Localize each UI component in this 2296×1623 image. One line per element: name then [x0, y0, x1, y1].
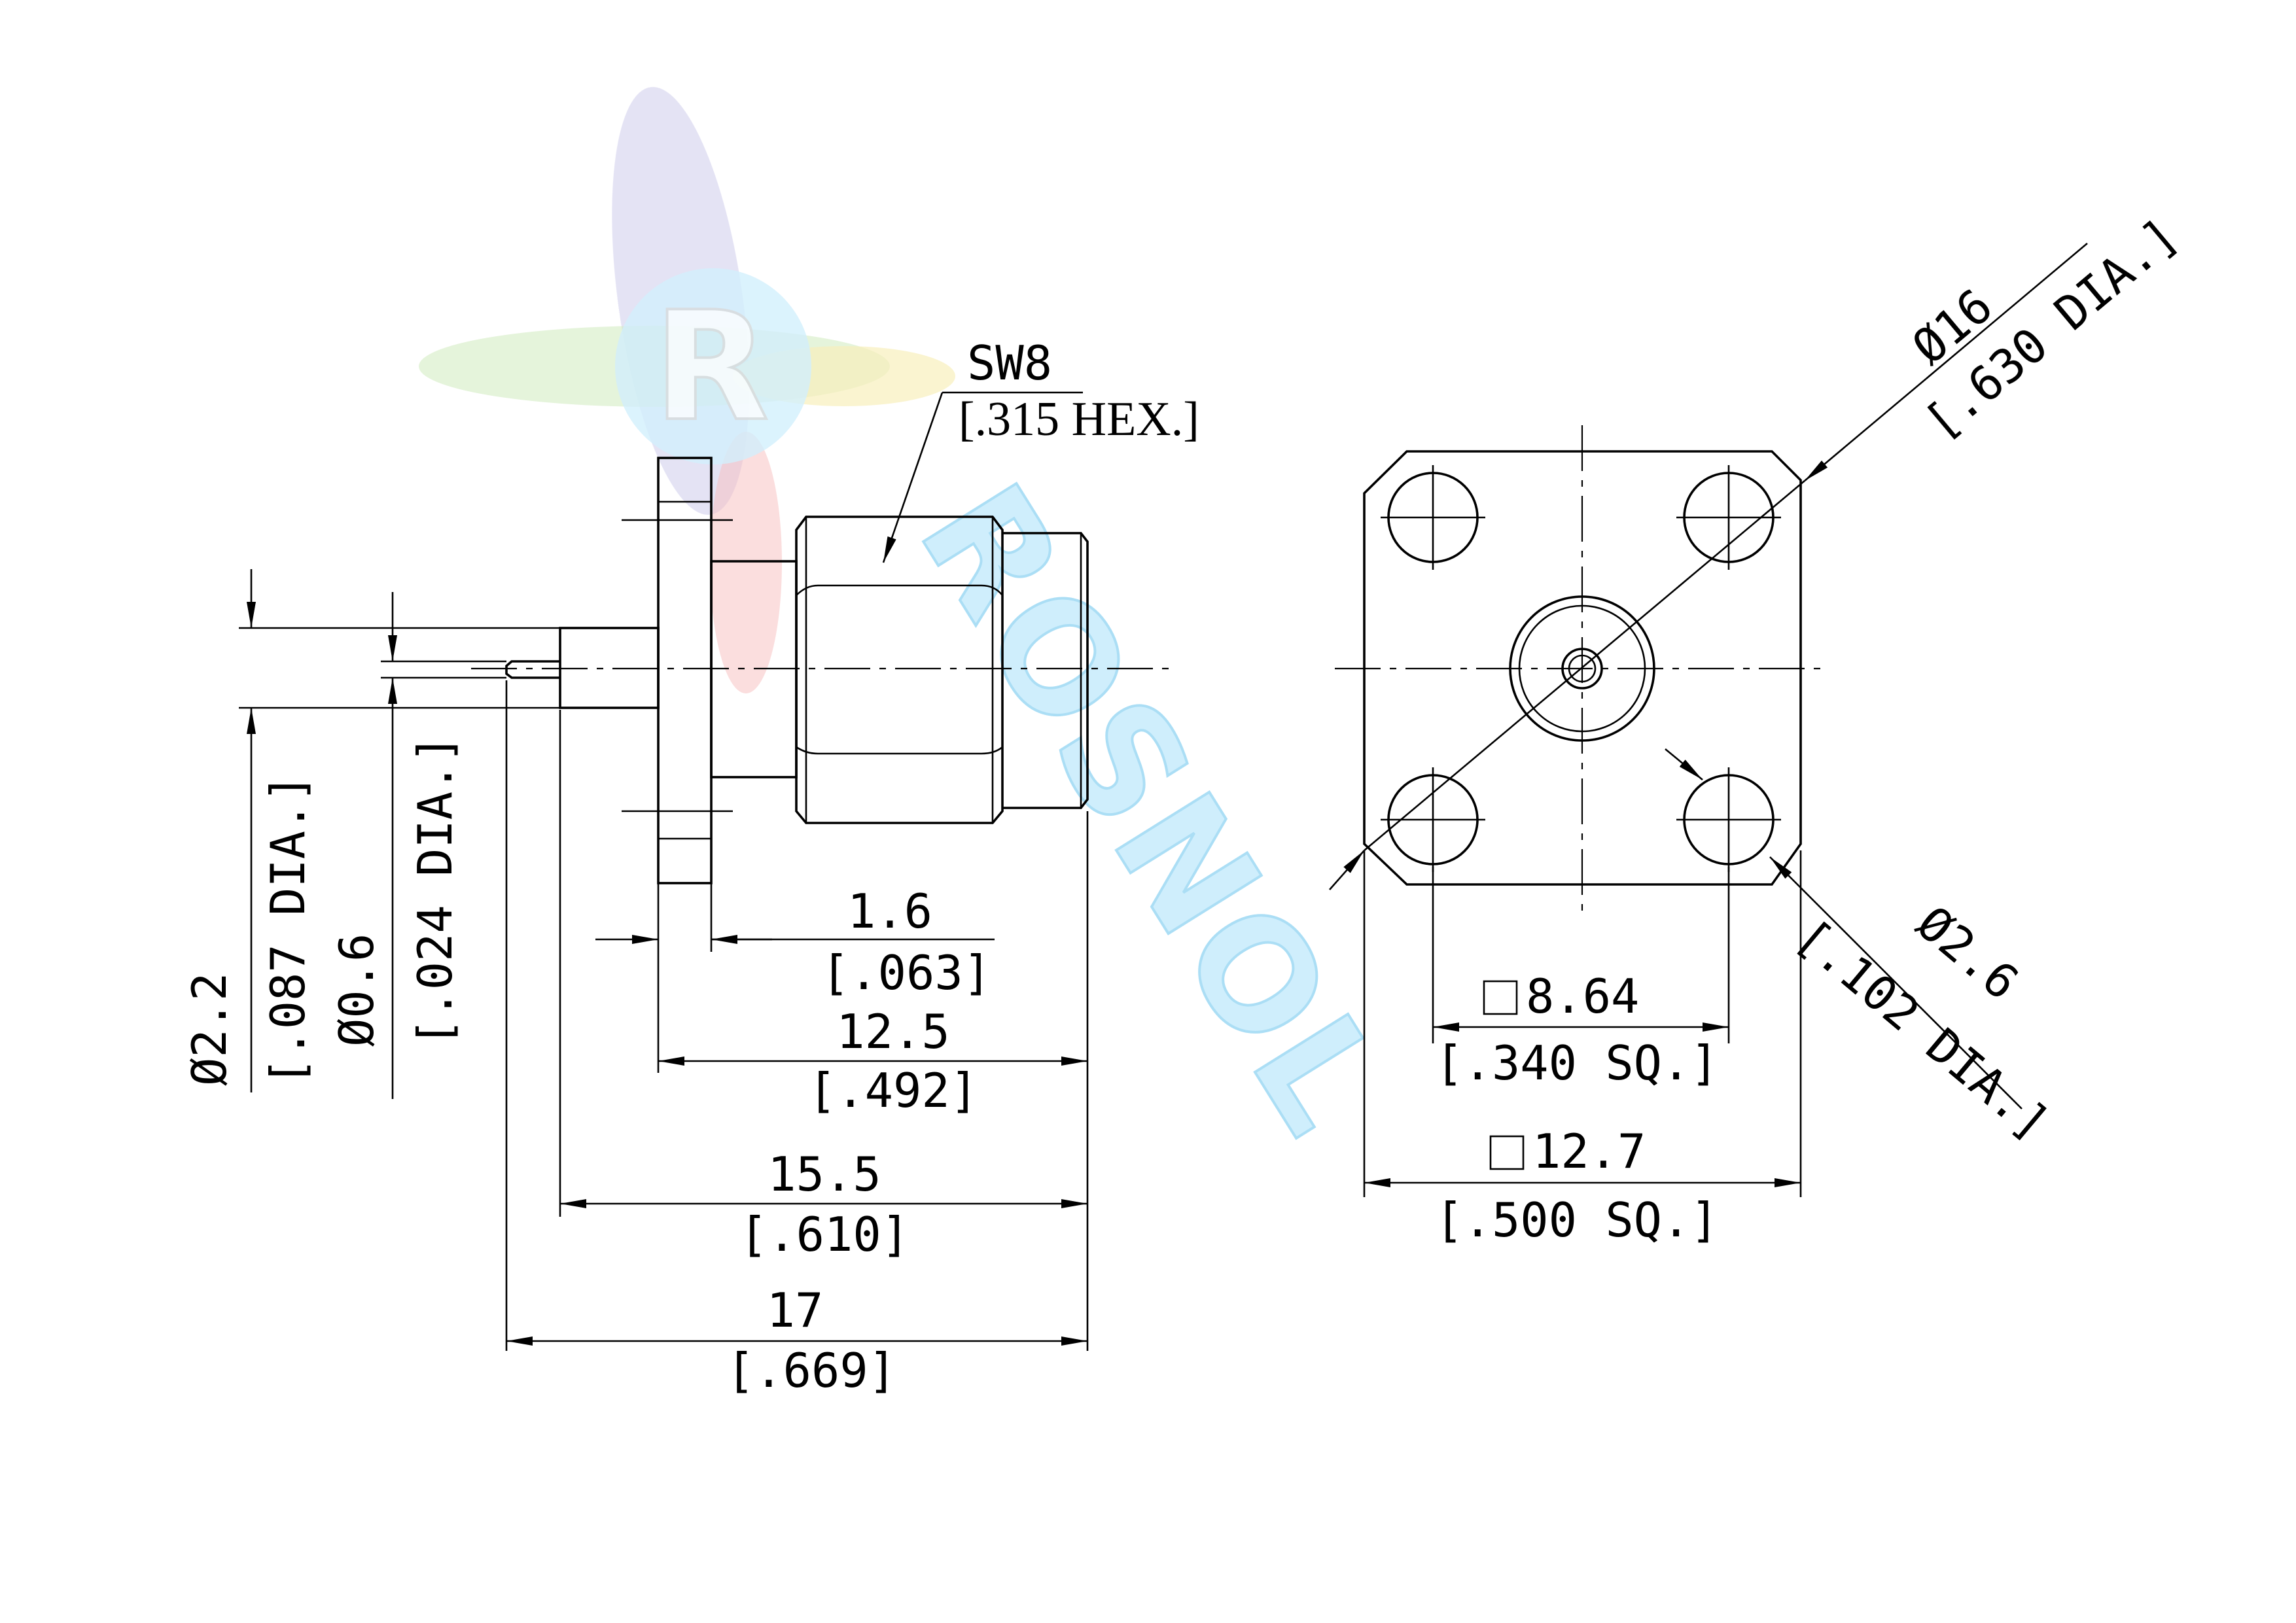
rear-sleeve-outline: [1002, 532, 1089, 809]
hole-spacing-value: 8.64: [1526, 969, 1639, 1024]
mounting-hole-tl: [1381, 465, 1485, 570]
square-symbol-icon: [1483, 980, 1518, 1015]
hole-spacing-inch: [.340 SQ.]: [1435, 1036, 1718, 1091]
pin-diameter-value: Ø0.6: [329, 934, 384, 1047]
front-view: Ø16 [.630 DIA.] Ø2.6 [.102 DIA.] 8.64 [.…: [1329, 207, 2189, 1248]
hex-leader: [882, 392, 944, 563]
mounting-hole-br: [1676, 767, 1781, 872]
length-15-5-value: 15.5: [768, 1147, 881, 1202]
watermark-text: ROSNOL: [885, 457, 1418, 1164]
outer-ring: [1509, 595, 1655, 742]
square-symbol-icon: [1489, 1135, 1525, 1170]
hole-dia-leader-in: [1665, 748, 1703, 781]
length-12-5-value: 12.5: [836, 1004, 949, 1059]
length-17-value: 17: [767, 1283, 824, 1338]
mounting-hole-tr: [1676, 465, 1781, 570]
hex-size-inch-label: [.315 HEX.]: [959, 393, 1199, 446]
square-flange-outline: [1363, 450, 1802, 886]
dielectric-outline: [559, 627, 660, 709]
flange-size-inch: [.500 SQ.]: [1435, 1193, 1718, 1248]
pin-diameter-inch: [.024 DIA.]: [408, 735, 463, 1047]
flange-size-value: 12.7: [1532, 1124, 1646, 1179]
hole-dia-leader-out: [1769, 856, 2022, 1109]
length-17-inch: [.669]: [726, 1343, 896, 1398]
watermark-logo: R: [419, 86, 955, 693]
length-12-5-inch: [.492]: [808, 1063, 978, 1118]
pin-outline: [505, 660, 560, 679]
watermark-monogram: R: [653, 280, 773, 455]
length-15-5-inch: [.610]: [739, 1207, 910, 1262]
center-pin: [1561, 648, 1603, 689]
body-diameter-inch: [.087 DIA.]: [260, 774, 315, 1086]
flange-outline: [657, 457, 713, 884]
hole-diameter-value: Ø2.6: [1907, 896, 2029, 1011]
hex-size-label: SW8: [967, 336, 1052, 391]
flange-thickness-value: 1.6: [847, 884, 932, 939]
side-view: SW8 [.315 HEX.] Ø2.2 [.087 DIA.] Ø0.6 [.…: [182, 336, 1199, 1398]
bolt-circle-leader: [1804, 243, 2088, 481]
flange-thickness-inch: [.063]: [821, 945, 991, 1000]
body-diameter-value: Ø2.2: [182, 973, 237, 1086]
mounting-hole-bl: [1381, 767, 1485, 872]
